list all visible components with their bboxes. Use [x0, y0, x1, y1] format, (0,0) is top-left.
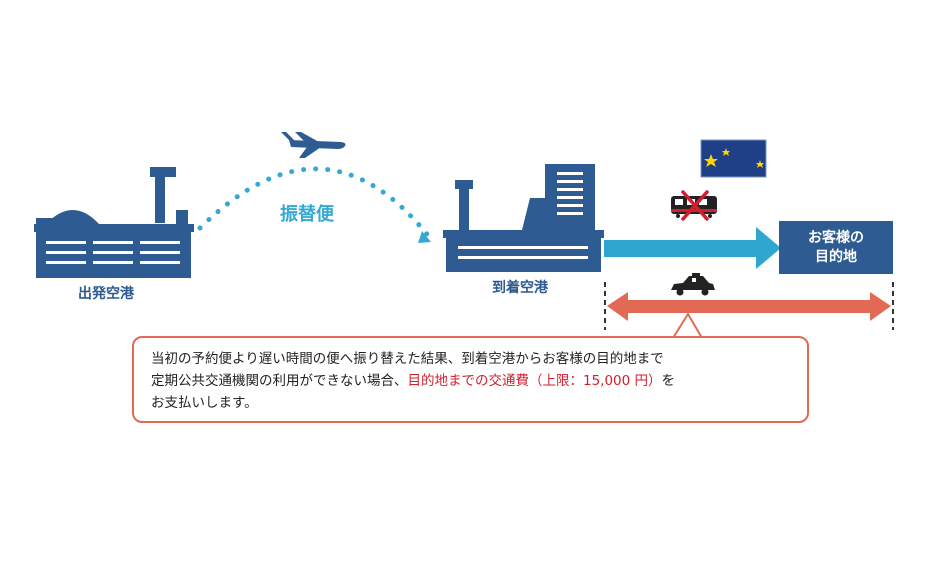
destination-box: お客様の 目的地 — [779, 221, 893, 274]
arrival-airport-icon — [443, 164, 604, 272]
transfer-flight-label: 振替便 — [280, 204, 334, 225]
transit-arrow — [604, 227, 781, 269]
arrival-airport-label: 到着空港 — [492, 280, 548, 296]
transport-fee-highlight: 目的地までの交通費（上限：15,000 円） — [407, 373, 662, 389]
note-line-2-suffix: を — [661, 373, 676, 389]
airplane-icon — [281, 132, 346, 158]
destination-label-line2: 目的地 — [815, 248, 857, 265]
note-line-2: 定期公共交通機関の利用ができない場合、目的地までの交通費（上限：15,000 円… — [151, 370, 793, 392]
taxi-icon — [671, 273, 715, 296]
destination-label-line1: お客様の — [808, 229, 864, 246]
departure-airport-label: 出発空港 — [78, 286, 134, 302]
night-moon-stars-icon — [700, 139, 767, 178]
note-line-2-prefix: 定期公共交通機関の利用ができない場合、 — [151, 373, 408, 389]
note-line-3: お支払いします。 — [151, 395, 258, 411]
transfer-arrowhead — [418, 231, 431, 243]
callout-pointer — [671, 312, 704, 339]
transfer-flight-path — [197, 166, 433, 241]
explanation-callout: 当初の予約便より遅い時間の便へ振り替えた結果、到着空港からお客様の目的地まで 定… — [132, 336, 809, 423]
train-crossed-out-icon — [671, 190, 717, 221]
taxi-fare-range-arrow — [607, 292, 891, 321]
departure-airport-icon — [34, 167, 194, 278]
note-line-1: 当初の予約便より遅い時間の便へ振り替えた結果、到着空港からお客様の目的地まで — [151, 351, 664, 367]
